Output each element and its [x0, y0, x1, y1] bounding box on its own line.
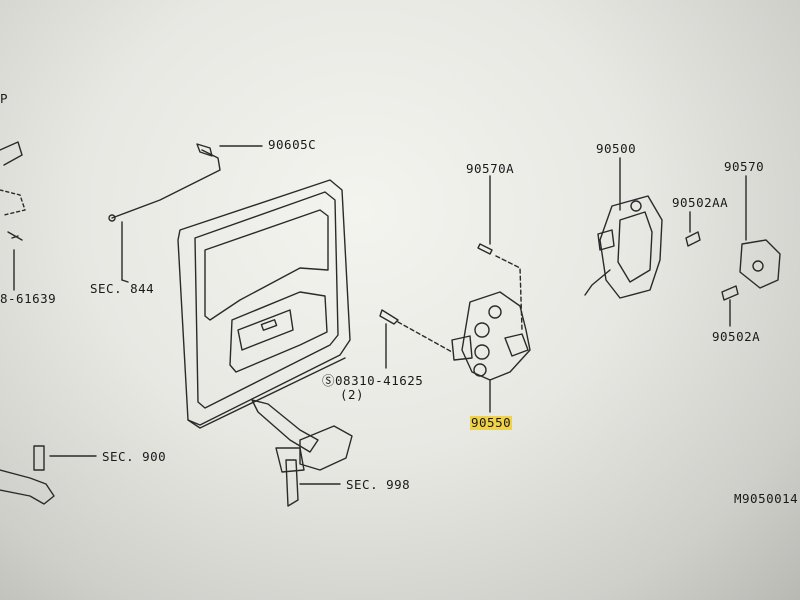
- leader-sec844-h: [121, 279, 129, 283]
- rod-900-pin: [33, 445, 45, 471]
- lock-90500-tab: [597, 229, 615, 251]
- striker-hole: [752, 260, 764, 272]
- door-panel-inner-frame: [194, 191, 339, 409]
- door-window-opening: [204, 209, 329, 321]
- handle-998-grip: [285, 459, 299, 507]
- handle-998-link: [275, 447, 305, 473]
- label-90605c: 90605C: [268, 137, 317, 152]
- label-90500: 90500: [596, 141, 637, 156]
- figure-code: M9050014: [734, 491, 799, 506]
- lock-hole-4: [473, 363, 487, 377]
- door-handle-recess: [237, 309, 294, 351]
- lock-90500-inner: [617, 211, 653, 283]
- label-90502aa: 90502AA: [672, 195, 729, 210]
- label-08310-text: 08310-41625: [335, 373, 424, 388]
- lock-90500-hole: [630, 200, 642, 212]
- rod-clip: [108, 214, 116, 222]
- dash-08310: [397, 321, 453, 353]
- left-bracket-mid: [0, 189, 26, 216]
- lock-hole-3: [488, 305, 502, 319]
- left-bolt: [7, 231, 23, 241]
- lock-90500-rod: [584, 269, 611, 296]
- dash-90570a: [495, 255, 523, 331]
- lock-90500-plate: [599, 195, 663, 299]
- rod-900: [0, 469, 55, 505]
- door-bottom-edge: [187, 357, 346, 429]
- label-90550: 90550: [470, 415, 513, 430]
- lock-hole-1: [474, 322, 490, 338]
- handle-998-lever: [251, 399, 319, 453]
- label-sec844: SEC. 844: [90, 281, 155, 296]
- striker-90570: [739, 239, 781, 289]
- circled-s-icon: Ⓢ: [322, 373, 336, 388]
- lock-lever: [504, 333, 529, 357]
- label-sec900: SEC. 900: [102, 449, 167, 464]
- rod-90605c-end: [196, 143, 213, 157]
- door-panel: [177, 179, 351, 426]
- door-lower-trim: [229, 291, 328, 373]
- left-bracket-top: [0, 141, 23, 166]
- label-90570: 90570: [724, 159, 765, 174]
- label-90502a: 90502A: [712, 329, 761, 344]
- label-90570a: 90570A: [466, 161, 515, 176]
- door-handle-slot: [260, 319, 278, 331]
- label-08310: Ⓢ08310-41625: [322, 374, 423, 388]
- label-p: P: [0, 91, 9, 106]
- handle-998-body: [299, 425, 353, 471]
- label-qty: (2): [340, 387, 365, 402]
- screw-90570a: [477, 243, 493, 255]
- label-61639: 8-61639: [0, 291, 57, 306]
- bolt-90502aa: [685, 231, 701, 247]
- lock-90550-body: [461, 291, 531, 381]
- lock-hole-2: [474, 344, 490, 360]
- label-sec998: SEC. 998: [346, 477, 411, 492]
- lock-arm: [451, 335, 473, 361]
- screw-08310: [379, 309, 399, 325]
- screw-90502a: [721, 285, 739, 301]
- rod-90605c: [111, 149, 221, 219]
